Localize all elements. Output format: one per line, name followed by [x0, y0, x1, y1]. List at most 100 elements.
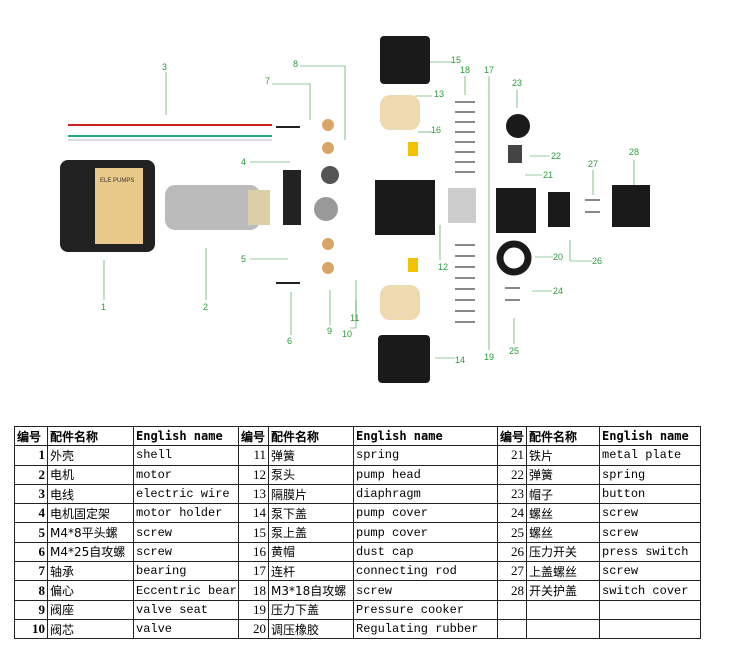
part-number: 27: [496, 561, 528, 582]
part-name-cn: 外壳: [47, 445, 134, 466]
svg-text:25: 25: [509, 346, 519, 356]
regulating-rubber: [496, 240, 532, 276]
part-name-en: screw: [133, 522, 239, 543]
part-name-cn: 泵头: [268, 464, 354, 485]
leader-lines: [103, 61, 635, 359]
col-header-english-name: English name: [133, 425, 239, 447]
part-name-cn: 压力下盖: [268, 599, 354, 620]
svg-text:22: 22: [551, 151, 561, 161]
valve-seats: [322, 119, 334, 274]
callout-labels: 1 2 3 4 5 6 7 8 9 10 11 12 13 14 15 16 1…: [101, 55, 639, 365]
spring: [508, 145, 522, 163]
part-number: 24: [496, 503, 528, 524]
part-name-cn: 铁片: [526, 445, 601, 466]
part-name-cn: M4*25自攻螺: [47, 541, 134, 563]
svg-text:17: 17: [484, 65, 494, 75]
part-name-cn: 阀芯: [47, 618, 134, 640]
part-name-cn: [526, 618, 601, 640]
part-name-cn: M3*18自攻螺: [268, 580, 354, 601]
part-name-en: screw: [133, 541, 239, 563]
svg-text:5: 5: [241, 254, 246, 264]
part-number: 14: [238, 503, 269, 524]
svg-text:26: 26: [592, 256, 602, 266]
part-number: 13: [238, 483, 269, 505]
part-number: 25: [496, 522, 528, 543]
part-number: 20: [238, 618, 269, 640]
part-name-en: Pressure cooker: [353, 599, 498, 620]
part-name-cn: 连杆: [268, 561, 354, 582]
connecting-rod: [448, 188, 476, 223]
part-number: 11: [238, 445, 269, 466]
pump-top-cover: [380, 36, 430, 84]
svg-text:2: 2: [203, 302, 208, 312]
part-number: 23: [496, 483, 528, 505]
part-name-en: press switch: [599, 541, 702, 563]
part-number: 12: [238, 464, 269, 485]
svg-text:15: 15: [451, 55, 461, 65]
part-name-cn: 螺丝: [526, 503, 601, 524]
svg-text:20: 20: [553, 252, 563, 262]
part-name-cn: 隔膜片: [268, 483, 354, 505]
pump-bottom-cover: [378, 335, 430, 383]
part-name-cn: M4*8平头螺: [47, 522, 134, 543]
part-number: 21: [496, 445, 528, 466]
svg-text:18: 18: [460, 65, 470, 75]
svg-text:21: 21: [543, 170, 553, 180]
svg-text:27: 27: [588, 159, 598, 169]
svg-text:28: 28: [629, 147, 639, 157]
part-name-en: [599, 618, 702, 640]
part-number: 4: [14, 503, 48, 524]
svg-text:1: 1: [101, 302, 106, 312]
dust-cap: [408, 142, 418, 156]
parts-table: 编号 配件名称 English name 编号 配件名称 English nam…: [14, 425, 702, 640]
col-header-english-name: English name: [353, 425, 498, 447]
svg-text:7: 7: [265, 76, 270, 86]
part-number: 26: [496, 541, 528, 563]
part-number: 16: [238, 541, 269, 563]
part-name-en: screw: [599, 503, 702, 524]
part-name-cn: 黄帽: [268, 541, 354, 563]
part-name-en: valve seat: [133, 599, 239, 620]
part-name-cn: 电机固定架: [47, 503, 134, 524]
part-name-en: electric wire: [133, 483, 239, 505]
shell: ELE PUMPS: [60, 160, 155, 252]
screws: [276, 101, 600, 323]
svg-text:4: 4: [241, 157, 246, 167]
svg-text:3: 3: [162, 62, 167, 72]
part-name-en: diaphragm: [353, 483, 498, 505]
svg-text:10: 10: [342, 329, 352, 339]
col-header-part-name: 配件名称: [47, 425, 134, 447]
part-name-cn: 偏心: [47, 580, 134, 601]
pressure-cover: [496, 188, 536, 233]
part-name-cn: 泵下盖: [268, 503, 354, 524]
part-name-en: dust cap: [353, 541, 498, 563]
part-name-en: shell: [133, 445, 239, 466]
svg-text:ELE PUMPS: ELE PUMPS: [100, 178, 134, 184]
part-number: 1: [14, 445, 48, 466]
svg-text:16: 16: [431, 125, 441, 135]
part-name-cn: [526, 599, 601, 620]
part-number: 9: [14, 599, 48, 620]
part-number: [496, 599, 528, 620]
svg-text:8: 8: [293, 59, 298, 69]
part-name-cn: 上盖螺丝: [526, 561, 601, 582]
part-name-en: Regulating rubber: [353, 618, 498, 640]
part-number: 3: [14, 483, 48, 505]
part-name-en: Eccentric bear: [133, 580, 239, 601]
col-header-part-name: 配件名称: [268, 425, 354, 447]
part-number: 7: [14, 561, 48, 582]
part-name-en: motor: [133, 464, 239, 485]
part-name-en: screw: [353, 580, 498, 601]
part-name-en: button: [599, 483, 702, 505]
part-number: 15: [238, 522, 269, 543]
part-number: 19: [238, 599, 269, 620]
col-header-number: 编号: [238, 425, 269, 447]
svg-text:12: 12: [438, 262, 448, 272]
